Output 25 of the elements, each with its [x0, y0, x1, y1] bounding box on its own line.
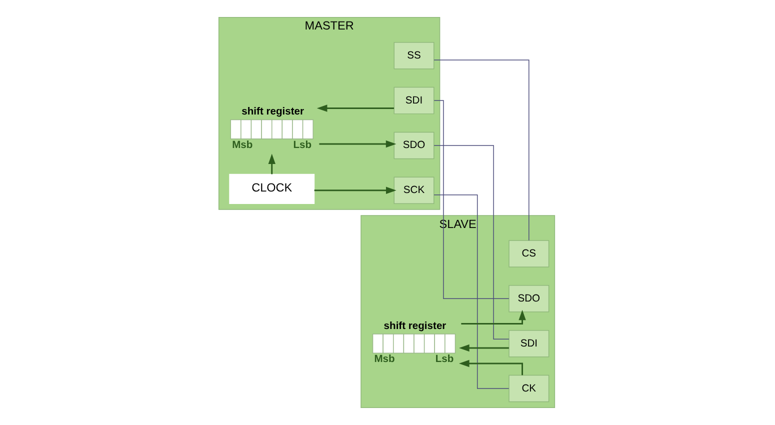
node-box: SCK [394, 176, 434, 204]
node-box: CK [508, 374, 550, 402]
node-label: Msb [232, 140, 253, 151]
node-box: CLOCK [229, 174, 315, 204]
node-box: SDI [508, 330, 550, 358]
node-box: SDI [394, 86, 434, 114]
node-label: Lsb [435, 354, 454, 366]
node-label: Lsb [293, 140, 312, 151]
arrow [316, 104, 394, 112]
connector [434, 100, 510, 300]
node-label: shift register [242, 106, 304, 118]
node-label: shift register [384, 321, 446, 332]
node-label: Msb [374, 354, 395, 366]
node-box: SDO [394, 132, 434, 160]
arrow [314, 186, 396, 194]
node-box: SS [394, 42, 434, 70]
arrow [319, 140, 396, 148]
node-box: SDO [508, 285, 550, 312]
arrow [458, 360, 524, 376]
arrow [461, 310, 526, 324]
arrow [459, 344, 509, 352]
connector [434, 60, 530, 241]
node-box: CS [508, 240, 550, 268]
connector [434, 145, 510, 340]
arrow [268, 154, 276, 174]
